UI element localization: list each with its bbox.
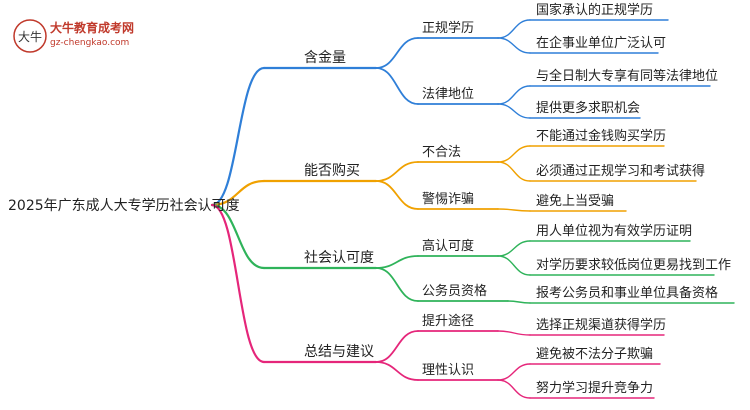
subbranch-node: 公务员资格 — [422, 283, 487, 299]
leaf-node: 选择正规渠道获得学历 — [536, 317, 666, 333]
branch-node: 总结与建议 — [304, 344, 374, 360]
leaf-node: 避免被不法分子欺骗 — [536, 347, 653, 362]
leaf-node: 避免上当受骗 — [536, 194, 614, 209]
subbranch-node: 高认可度 — [422, 238, 474, 254]
logo-url: gz-chengkao.com — [50, 38, 129, 48]
leaf-connector — [497, 208, 531, 212]
subbranch-node: 警惕诈骗 — [422, 191, 474, 207]
leaf-node: 在企事业单位广泛认可 — [536, 35, 666, 51]
leaf-connector — [507, 300, 531, 304]
root-node: 2025年广东成人大专学历社会认可度 — [8, 198, 240, 214]
branch-node: 含金量 — [304, 50, 346, 66]
branch-connector — [210, 179, 266, 207]
leaf-connector — [497, 37, 531, 54]
leaf-node: 努力学习提升竞争力 — [536, 380, 653, 396]
leaf-connector — [497, 19, 531, 39]
branch-node: 社会认可度 — [304, 250, 374, 266]
subbranch-connector — [375, 330, 419, 363]
leaf-connector — [497, 255, 531, 276]
leaf-connector — [497, 240, 531, 257]
leaf-connector — [497, 85, 531, 105]
leaf-connector — [497, 161, 531, 182]
branch-connector — [210, 203, 266, 270]
subbranch-node: 理性认识 — [422, 363, 474, 378]
leaf-node: 与全日制大专享有同等法律地位 — [536, 68, 718, 84]
leaf-node: 报考公务员和事业单位具备资格 — [536, 285, 718, 301]
subbranch-connector — [375, 255, 419, 269]
logo-title: 大牛教育成考网 — [50, 20, 134, 35]
leaf-connector — [497, 145, 531, 163]
leaf-node: 必须通过正规学习和考试获得 — [536, 163, 705, 179]
site-logo: 大牛 大牛教育成考网 gz-chengkao.com — [13, 19, 134, 53]
subbranch-connector — [375, 37, 419, 69]
leaf-node: 提供更多求职机会 — [536, 100, 640, 116]
branch-connector — [210, 203, 266, 364]
subbranch-connector — [375, 267, 419, 302]
subbranch-connector — [375, 361, 419, 381]
leaf-connector — [497, 330, 531, 336]
branch-connector — [210, 66, 266, 207]
leaf-node: 不能通过金钱购买学历 — [536, 128, 666, 144]
branch-node: 能否购买 — [304, 163, 360, 179]
leaf-connector — [497, 103, 531, 119]
leaf-connector — [497, 363, 531, 381]
subbranch-connector — [375, 67, 419, 105]
leaf-node: 用人单位视为有效学历证明 — [536, 223, 692, 239]
subbranch-connector — [375, 180, 419, 210]
subbranch-node: 法律地位 — [422, 87, 474, 102]
leaf-node: 对学历要求较低岗位更易找到工作 — [536, 257, 731, 273]
logo-ring-icon — [13, 19, 47, 53]
leaf-node: 国家承认的正规学历 — [536, 2, 653, 18]
leaf-connector — [497, 379, 531, 399]
subbranch-node: 正规学历 — [422, 20, 474, 36]
subbranch-node: 提升途径 — [422, 313, 474, 329]
logo-mark: 大牛 — [18, 29, 42, 44]
subbranch-connector — [375, 161, 419, 182]
subbranch-node: 不合法 — [422, 145, 461, 160]
connector-layer — [210, 19, 735, 399]
node-layer: 2025年广东成人大专学历社会认可度 含金量 正规学历 国家承认的正规学历在企事业单位… — [8, 2, 731, 396]
